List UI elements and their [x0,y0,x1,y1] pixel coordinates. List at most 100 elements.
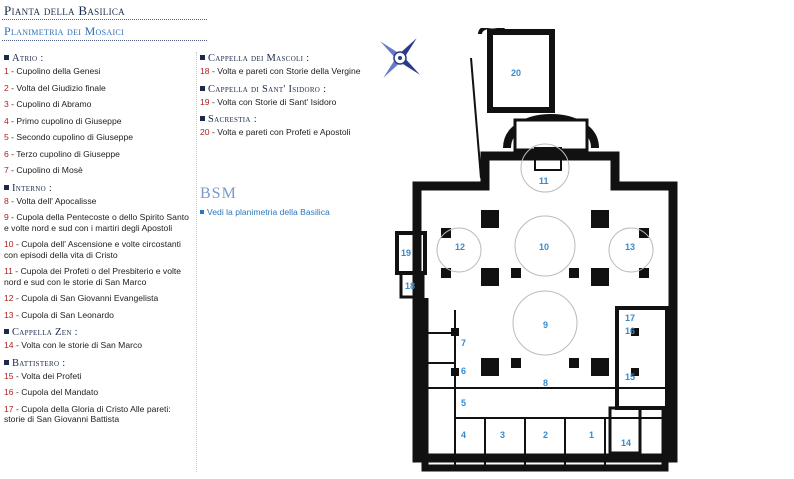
plan-label-20: 20 [511,68,521,78]
plan-label-6: 6 [461,366,466,376]
legend-item-number: 2 [4,82,9,93]
legend-item-number: 7 [4,165,9,175]
column-divider [196,52,197,472]
legend-item-text: Cupolino di Abramo [16,99,92,109]
legend-item: 8 - Volta dell' Apocalisse [4,195,97,206]
legend-section-title: Cappella di Sant' Isidoro : [200,83,370,97]
plan-label-16: 16 [625,326,635,336]
plan-label-10: 10 [539,242,549,252]
plan-label-13: 13 [625,242,635,252]
plan-label-1: 1 [589,430,594,440]
legend-item: 15 - Volta dei Profeti [4,370,82,381]
bullet-icon [4,184,9,190]
legend-section-title: Battistero : [4,357,192,371]
legend-item: 14 - Volta con le storie di San Marco [4,340,143,350]
legend-item: 16 - Cupola del Mandato [4,387,99,397]
legend-section-title: Atrio : [4,52,192,66]
legend-item: 1 - Cupolino della Genesi [4,66,101,76]
legend-item-number: 19 [200,96,210,107]
plan-label-2: 2 [543,430,548,440]
bullet-icon [200,55,205,60]
legend-item-text: Cupola della Gloria di Cristo Alle paret… [4,403,171,425]
legend-item-number: 16 [4,387,14,397]
legend-item: 18 - Volta e pareti con Storie della Ver… [200,66,361,76]
legend-item-text: Volta dei Profeti [21,370,82,381]
legend-item-number: 12 [4,293,14,303]
legend-right-column: Cappella dei Mascoli :18 - Volta e paret… [200,52,370,138]
legend-item: 9 - Cupola della Pentecoste o dello Spir… [4,212,189,233]
subtitle-divider [2,40,207,41]
legend-item-number: 17 [4,403,14,414]
legend-item-text: Terzo cupolino di Giuseppe [16,148,120,159]
chapel-zen [608,406,642,455]
legend-item-text: Cupola di San Giovanni Evangelista [21,293,159,303]
plan-label-14: 14 [621,438,631,448]
legend-item-text: Volta e pareti con Profeti e Apostoli [217,127,351,137]
legend-item-text: Volta con le storie di San Marco [21,340,143,350]
plan-label-12: 12 [455,242,465,252]
legend-item-number: 6 [4,148,9,159]
legend-item-number: 5 [4,132,9,142]
atrium-wall [421,298,669,472]
legend-item-text: Volta del Giudizio finale [16,82,106,93]
legend-item: 20 - Volta e pareti con Profeti e Aposto… [200,127,351,137]
legend-item: 19 - Volta con Storie di Sant' Isidoro [200,96,337,107]
basilica-floor-plan: 1 2 3 4 5 6 7 8 9 10 11 12 13 14 15 16 1… [395,24,695,474]
legend-item-text: Cupola dell' Ascensione e volte circosta… [4,239,181,260]
legend-item-number: 10 [4,239,14,249]
plan-label-5: 5 [461,398,466,408]
plan-label-9: 9 [543,320,548,330]
bullet-icon [4,55,9,60]
legend-section-title: Interno : [4,182,192,196]
plan-label-3: 3 [500,430,505,440]
legend-item-text: Cupola dei Profeti o del Presbiterio e v… [4,266,182,287]
plan-label-18: 18 [405,281,415,291]
legend-item: 4 - Primo cupolino di Giuseppe [4,115,122,126]
bullet-icon [4,359,9,365]
legend-item-text: Cupolino di Mosè [16,165,83,175]
legend-section-title: Cappella Zen : [4,326,192,340]
legend-section-title: Sacrestia : [200,113,370,127]
legend-item-number: 3 [4,99,9,109]
compass-icon [372,30,428,86]
legend-item: 12 - Cupola di San Giovanni Evangelista [4,293,159,303]
legend-item-number: 4 [4,115,9,126]
baptistery [615,306,669,410]
plan-label-8: 8 [543,378,548,388]
bsm-logo[interactable]: BSM [200,185,237,202]
plan-label-7: 7 [461,338,466,348]
legend-item-number: 15 [4,370,14,381]
title-divider [2,19,207,20]
piers [441,210,649,376]
plan-label-4: 4 [461,430,466,440]
plan-label-15: 15 [625,372,635,382]
bullet-icon [200,116,205,121]
legend-item: 3 - Cupolino di Abramo [4,99,92,109]
legend-item-number: 20 [200,127,210,137]
sacristy-wall [487,29,555,113]
bullet-icon [200,210,204,214]
legend-item-text: Cupola del Mandato [21,387,99,397]
bullet-icon [200,85,205,91]
domes [436,143,654,356]
legend-item-text: Volta dell' Apocalisse [16,195,97,206]
legend-item-number: 18 [200,66,210,76]
plan-label-17: 17 [625,313,635,323]
legend-item: 10 - Cupola dell' Ascensione e volte cir… [4,239,181,260]
legend-item-text: Cupola di San Leonardo [21,309,114,320]
legend-item-number: 11 [4,266,13,276]
page-subtitle: Planimetria dei Mosaici [4,24,125,38]
legend-section-title: Cappella dei Mascoli : [200,52,370,66]
legend-item-text: Volta e pareti con Storie della Vergine [217,66,361,76]
legend-item-number: 14 [4,340,14,350]
legend-item-number: 8 [4,195,9,206]
legend-item: 13 - Cupola di San Leonardo [4,309,114,320]
basilica-plan-link-label: Vedi la planimetria della Basilica [207,207,330,217]
legend-item-text: Cupolino della Genesi [16,66,101,76]
chapel-mascoli [399,271,425,299]
atrium-bays [425,310,665,468]
basilica-plan-link[interactable]: Vedi la planimetria della Basilica [200,207,330,217]
legend-item-text: Primo cupolino di Giuseppe [16,115,122,126]
legend-item: 11 - Cupola dei Profeti o del Presbiteri… [4,266,182,287]
